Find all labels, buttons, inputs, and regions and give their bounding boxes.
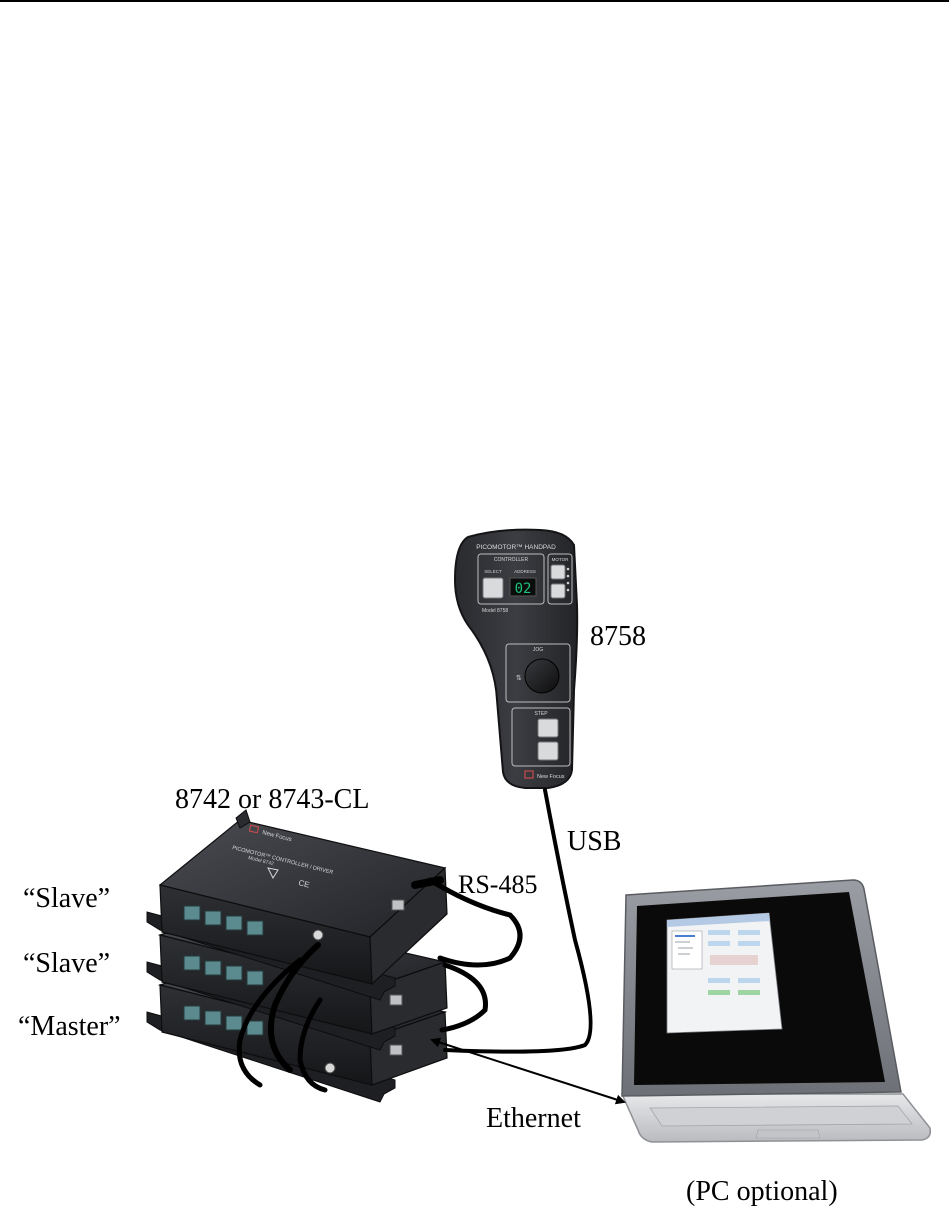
slave-middle-port-3[interactable] (225, 965, 243, 981)
slave-middle-caption: “Slave” (23, 948, 110, 979)
software-chart (710, 955, 758, 965)
laptop-trackpad (755, 1129, 821, 1139)
controller-model-caption: 8742 or 8743-CL (175, 784, 369, 815)
motor-led-3 (566, 581, 570, 585)
handpad-address-label: ADDRESS (514, 569, 536, 574)
handpad-controller-panel (477, 553, 545, 605)
handpad-step-label: STEP (534, 711, 548, 717)
handpad-motor-down-button[interactable] (550, 583, 566, 599)
rs485-cable-middle (439, 962, 488, 1033)
handpad-step-panel (511, 707, 571, 767)
slave-middle-port-2[interactable] (204, 960, 222, 976)
jog-direction-icon: ⇅ (516, 674, 522, 682)
rs485-plug (411, 876, 444, 889)
handpad-brand-logo (524, 770, 534, 779)
daisy-cable-2 (236, 957, 303, 1088)
handpad-device: PICOMOTOR™ HANDPAD CONTROLLER SELECT ADD… (453, 528, 579, 789)
handpad-controller-section-label: CONTROLLER (494, 557, 529, 563)
handpad-select-label: SELECT (484, 569, 502, 574)
handpad-motor-panel (547, 553, 573, 605)
handpad-jog-knob[interactable] (524, 658, 560, 694)
software-tree-panel (671, 930, 703, 970)
software-window-titlebar (667, 913, 770, 927)
slave-top-power-jack (312, 929, 324, 941)
slave-middle-port-1[interactable] (183, 955, 201, 971)
slave-top-port-2[interactable] (204, 910, 222, 926)
slave-top-port-3[interactable] (225, 915, 243, 931)
master-port-4[interactable] (246, 1020, 264, 1036)
daisy-cable-3 (297, 997, 328, 1093)
handpad-model-caption: 8758 (590, 621, 646, 652)
rs485-cable-top (427, 877, 523, 968)
handpad-motor-section-label: MOTOR (552, 557, 569, 562)
usb-caption: USB (567, 826, 621, 857)
slave-top-caption: “Slave” (23, 883, 110, 914)
ethernet-caption: Ethernet (486, 1103, 581, 1134)
laptop-keyboard (649, 1105, 913, 1127)
handpad-display-value: 02 (515, 581, 532, 597)
slave-middle-ethernet-port[interactable] (389, 994, 403, 1006)
handpad-step-up-button[interactable] (537, 718, 559, 738)
handpad-jog-label: JOG (533, 647, 543, 653)
top-rule (0, 0, 949, 2)
handpad-brand: New Focus (537, 774, 565, 780)
handpad-model-label: Model 8758 (482, 608, 508, 614)
motor-led-1 (566, 567, 570, 571)
warning-triangle-icon (267, 867, 279, 880)
handpad-title: PICOMOTOR™ HANDPAD (476, 544, 556, 551)
slave-top-port-1[interactable] (183, 905, 201, 921)
handpad-jog-panel (505, 643, 571, 703)
master-power-jack (324, 1062, 336, 1074)
rs485-caption: RS-485 (458, 870, 537, 899)
slave-top-ethernet-port[interactable] (391, 899, 405, 911)
master-ethernet-port[interactable] (389, 1044, 403, 1056)
daisy-cable-1 (267, 942, 321, 1073)
master-port-1[interactable] (183, 1005, 201, 1021)
motor-led-4 (566, 588, 570, 592)
motor-led-2 (566, 574, 570, 578)
slave-top-port-4[interactable] (246, 920, 264, 936)
pc-caption: (PC optional) (686, 1176, 838, 1207)
controller-brand-logo (248, 824, 260, 834)
handpad-motor-up-button[interactable] (550, 564, 566, 580)
slave-middle-port-4[interactable] (246, 970, 264, 986)
software-field (708, 930, 730, 935)
master-caption: “Master” (18, 1011, 121, 1042)
handpad-display (509, 577, 537, 597)
ethernet-arrow (430, 1037, 626, 1105)
master-port-2[interactable] (204, 1010, 222, 1026)
master-port-3[interactable] (225, 1015, 243, 1031)
laptop (620, 879, 932, 1143)
handpad-select-button[interactable] (482, 577, 504, 599)
handpad-step-down-button[interactable] (537, 741, 559, 761)
controller-unit-slave-top: New Focus PICOMOTOR™ CONTROLLER / DRIVER… (146, 809, 448, 1001)
ce-mark: CE (298, 878, 311, 889)
